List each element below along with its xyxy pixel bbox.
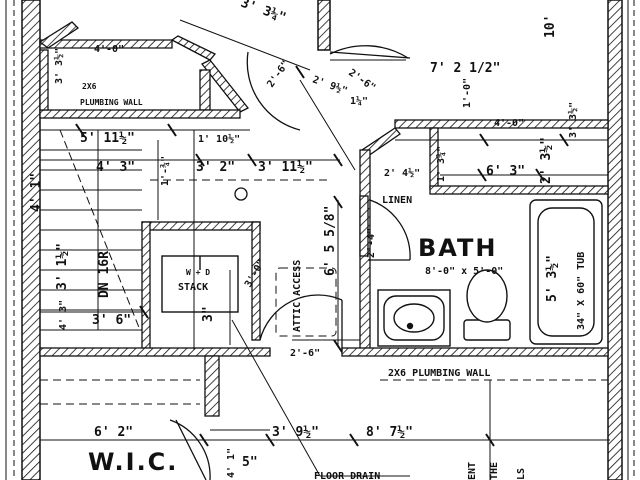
dim-4-0-left: 4'-0" — [94, 44, 124, 55]
dim-2-9-1-2: 2' 9½" — [311, 74, 349, 98]
tub-label: 34" X 60" TUB — [576, 252, 587, 330]
dim-3-1-2-v: 2' 3½" — [539, 137, 554, 184]
bottom-right-c: LS — [516, 468, 527, 480]
dim-4-1: 4' 1" — [29, 173, 44, 212]
floor-drain-label: FLOOR DRAIN — [314, 471, 380, 480]
dim-6-2: 6' 2" — [94, 425, 133, 440]
dim-3-11-1-2: 3' 11½" — [258, 160, 313, 175]
wd-stack-label-1: W + D — [186, 268, 210, 277]
dim-1-3-4b: 1' 3¾" — [435, 146, 447, 182]
corner-partial-label: 10' — [543, 15, 558, 38]
dim-2-4: 2'-4" — [366, 228, 377, 258]
outer-lines — [5, 0, 635, 480]
dim-3-1-2-stair: 3' 1½" — [55, 243, 70, 290]
dim-4-1b: 4' 1" — [226, 448, 237, 478]
dim-6-5-5-8: 6' 5 5/8" — [323, 206, 338, 276]
dim-1-10-1-2: 1' 10½" — [198, 133, 240, 145]
room-labels: BATH 8'-0" x 5'-0" W.I.C. LINEN W + D ST… — [88, 195, 587, 476]
stair-label: DN 16R — [97, 251, 112, 298]
bottom-right-b: THE — [489, 462, 500, 480]
wic-label: W.I.C. — [88, 448, 178, 476]
stair — [40, 129, 142, 331]
wd-stack-label-2: STACK — [178, 282, 208, 293]
dim-3-2: 3' 2" — [196, 160, 235, 175]
dormer-walls-left — [38, 21, 250, 119]
linen-label: LINEN — [382, 195, 412, 206]
bath-size-label: 8'-0" x 5'-0" — [425, 266, 503, 277]
dim-3-9-1-2: 3' 9½" — [272, 425, 319, 440]
dim-3-3-4: 3' 3¼" — [239, 0, 288, 26]
notes: 2X6 PLUMBING WALL 2X6 PLUMBING WALL FLOO… — [80, 15, 558, 480]
toilet-tank — [463, 319, 511, 341]
plumbing-wall-upper-a: 2X6 — [82, 82, 97, 91]
dim-2-6-b: 2'-6" — [346, 67, 377, 93]
exterior-walls — [21, 0, 623, 480]
dim-4-0-right: 4'-0" — [494, 118, 524, 129]
dim-2-6-c: 2'-6" — [290, 348, 320, 359]
dim-2-6-a: 2'-6" — [265, 59, 291, 90]
doors — [169, 45, 411, 480]
toilet-bowl — [466, 269, 508, 323]
dim-6-3: 6' 3" — [486, 164, 525, 179]
dim-5-11-1-2: 5' 11½" — [80, 131, 135, 146]
interior-walls — [39, 195, 609, 417]
dim-1-1-4: 1¼" — [350, 95, 368, 107]
center-wall-top — [317, 0, 331, 51]
dim-3-1-2-right: 3' 3½" — [567, 102, 579, 138]
stack-pipe-icon — [234, 187, 248, 201]
bath-fixtures — [161, 199, 603, 347]
bottom-right-a: ENT — [467, 462, 478, 480]
dim-4-3b: 4' 3" — [58, 300, 69, 330]
dashed-lines — [40, 179, 608, 405]
attic-access-label: ATTIC ACCESS — [292, 260, 303, 332]
dim-5-3-1-2: 5' 3½" — [545, 255, 560, 302]
dim-1-0: 1'-0" — [462, 78, 473, 108]
dim-3-6: 3' 6" — [92, 313, 131, 328]
dim-4-3: 4' 3" — [96, 160, 135, 175]
dim-1-3-4: 1'-¾" — [159, 156, 171, 186]
plumbing-wall-upper-b: PLUMBING WALL — [80, 98, 143, 107]
dim-5: 5" — [242, 455, 258, 470]
dim-7-2-1-2: 7' 2 1/2" — [430, 61, 500, 76]
dim-3-1-2-left: 3' 3½" — [53, 48, 65, 84]
dimension-lines — [40, 19, 610, 480]
dim-8-7-1-2: 8' 7½" — [366, 425, 413, 440]
left-exterior-wall — [21, 0, 41, 480]
plumbing-wall-lower: 2X6 PLUMBING WALL — [388, 368, 490, 379]
dim-3-wd: 3" — [201, 306, 216, 322]
bath-label: BATH — [418, 234, 497, 262]
dimension-ticks — [75, 65, 569, 447]
dim-2-4-1-2: 2' 4½" — [384, 167, 420, 179]
right-exterior-wall — [607, 0, 623, 480]
